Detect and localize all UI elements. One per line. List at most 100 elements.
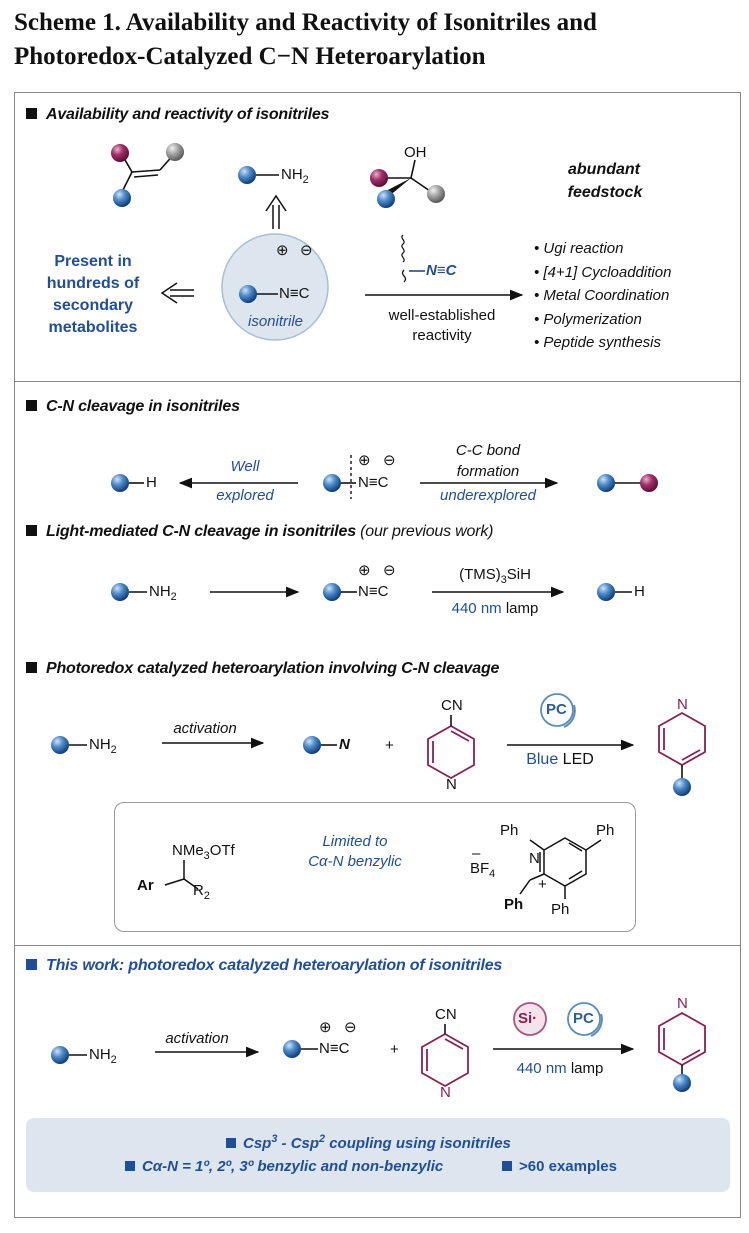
phenyl-label: Ph xyxy=(596,822,615,839)
feedstock-label: feedstock xyxy=(567,184,643,201)
formation-label: formation xyxy=(456,463,520,480)
light-mediated-row xyxy=(111,583,632,601)
anion-charge: – xyxy=(472,845,481,862)
section-divider-1 xyxy=(14,381,741,382)
pc-label: PC xyxy=(546,701,567,718)
amine-label: NH2 xyxy=(149,583,177,603)
reagent-isonitrile: N≡C xyxy=(426,262,457,279)
isonitrile-highlight-circle xyxy=(221,233,329,341)
silyl-radical-label: Si· xyxy=(518,1010,538,1027)
scheme-frame xyxy=(14,92,741,1218)
blue-sphere xyxy=(323,474,341,492)
isonitrile-core xyxy=(160,233,329,341)
product-pyridine xyxy=(658,1011,706,1067)
isonitrile-group: N≡C xyxy=(358,583,389,600)
isonitrile-group: N≡C xyxy=(319,1040,350,1057)
light-condition: 440 nm lamp xyxy=(451,600,539,617)
section-divider-2 xyxy=(14,945,741,946)
cyanopyridine xyxy=(427,724,475,780)
title-line-2: Photoredox-Catalyzed C−N Heteroarylation xyxy=(14,43,486,70)
blue-sphere xyxy=(323,583,341,601)
amine-label: NH2 xyxy=(281,166,309,186)
activated-nitrogen: N xyxy=(339,736,350,753)
limited-to-label: Limited to xyxy=(322,833,388,850)
blue-sphere xyxy=(673,778,691,796)
charge-minus: ⊖ xyxy=(300,242,313,259)
purple-sphere xyxy=(640,474,658,492)
cn-cleavage-row xyxy=(111,455,658,499)
isonitrile-group: N≡C xyxy=(358,474,389,491)
isonitrile-group: N≡C xyxy=(279,285,310,302)
section1-heading: Availability and reactivity of isonitril… xyxy=(26,106,329,124)
r2-label: R2 xyxy=(193,882,210,902)
blue-sphere xyxy=(673,1074,691,1092)
this-work-row xyxy=(51,1002,706,1092)
charge-plus: ⊕ xyxy=(319,1019,332,1036)
plus-sign: + xyxy=(385,737,394,754)
metabolites-text: Present in hundreds of secondary metabol… xyxy=(46,253,140,336)
silyl-radical-ring xyxy=(513,1002,547,1036)
charge-plus: ⊕ xyxy=(358,452,371,469)
purple-sphere xyxy=(370,169,388,187)
blue-sphere xyxy=(597,583,615,601)
abundant-label: abundant xyxy=(568,161,640,178)
hydroxyl-label: OH xyxy=(404,144,427,161)
aryl-label: Ar xyxy=(137,877,154,894)
blue-sphere xyxy=(597,474,615,492)
product-pyridine-nitrogen: N xyxy=(677,995,688,1012)
well-established-label: well-established xyxy=(388,307,496,324)
benzylic-label: Cα-N benzylic xyxy=(308,853,402,870)
alcohol-structure xyxy=(370,159,445,208)
explored-label: explored xyxy=(216,487,274,504)
charge-minus: ⊖ xyxy=(383,452,396,469)
reactivity-label: reactivity xyxy=(412,327,472,344)
blue-sphere xyxy=(51,736,69,754)
blue-led-condition: Blue LED xyxy=(526,751,594,768)
charge-minus: ⊖ xyxy=(344,1019,357,1036)
scheme-title: Scheme 1. Availability and Reactivity of… xyxy=(14,6,734,74)
summary-box xyxy=(26,1118,730,1192)
pyridinium-structure xyxy=(519,837,602,899)
blue-sphere xyxy=(283,1040,301,1058)
section5-heading: This work: photoredox catalyzed heteroar… xyxy=(26,957,502,975)
tetrafluoroborate-label: BF4 xyxy=(470,860,496,880)
section3-heading: Light-mediated C-N cleavage in isonitril… xyxy=(26,523,493,541)
blue-sphere xyxy=(111,583,129,601)
underexplored-label: underexplored xyxy=(440,487,536,504)
photoredox-row xyxy=(51,693,706,796)
blue-sphere xyxy=(239,285,257,303)
blue-sphere xyxy=(238,166,256,184)
plus-sign: + xyxy=(390,1041,399,1058)
hydrogen-label: H xyxy=(634,583,645,600)
phenyl-label: Ph xyxy=(500,822,519,839)
summary-line-2: Cα-N = 1º, 2º, 3º benzylic and non-benzy… xyxy=(125,1158,443,1175)
benzyl-phenyl-label: Ph xyxy=(504,896,524,913)
pc-catalyst-ring xyxy=(567,1002,601,1036)
blue-sphere xyxy=(51,1046,69,1064)
charge-plus: ⊕ xyxy=(358,562,371,579)
list-item: • Metal Coordination xyxy=(534,287,670,304)
pyridine-nitrogen: N xyxy=(440,1084,451,1101)
phenyl-label: Ph xyxy=(551,901,570,918)
charge-plus: ⊕ xyxy=(276,242,289,259)
cyano-label: CN xyxy=(441,697,463,714)
list-item: • Ugi reaction xyxy=(534,240,624,257)
blue-sphere xyxy=(111,474,129,492)
well-label: Well xyxy=(230,458,260,475)
list-item: • [4+1] Cycloaddition xyxy=(534,263,672,281)
cyano-label: CN xyxy=(435,1006,457,1023)
blue-sphere xyxy=(377,190,395,208)
amine-label: NH2 xyxy=(89,1046,117,1066)
tms-silane-reagent: (TMS)3SiH xyxy=(459,566,531,586)
pc-label: PC xyxy=(573,1010,594,1027)
summary-line-1: Csp3 - Csp2 coupling using isonitriles xyxy=(226,1133,511,1152)
product-pyridine-nitrogen: N xyxy=(677,696,688,713)
amine-label: NH2 xyxy=(89,736,117,756)
grey-sphere xyxy=(166,143,184,161)
trimethylammonium-label: NMe3OTf xyxy=(172,842,235,862)
hydrogen-label: H xyxy=(146,474,157,491)
charge-minus: ⊖ xyxy=(383,562,396,579)
grey-sphere xyxy=(427,185,445,203)
pyridinium-charge: + xyxy=(538,876,547,893)
